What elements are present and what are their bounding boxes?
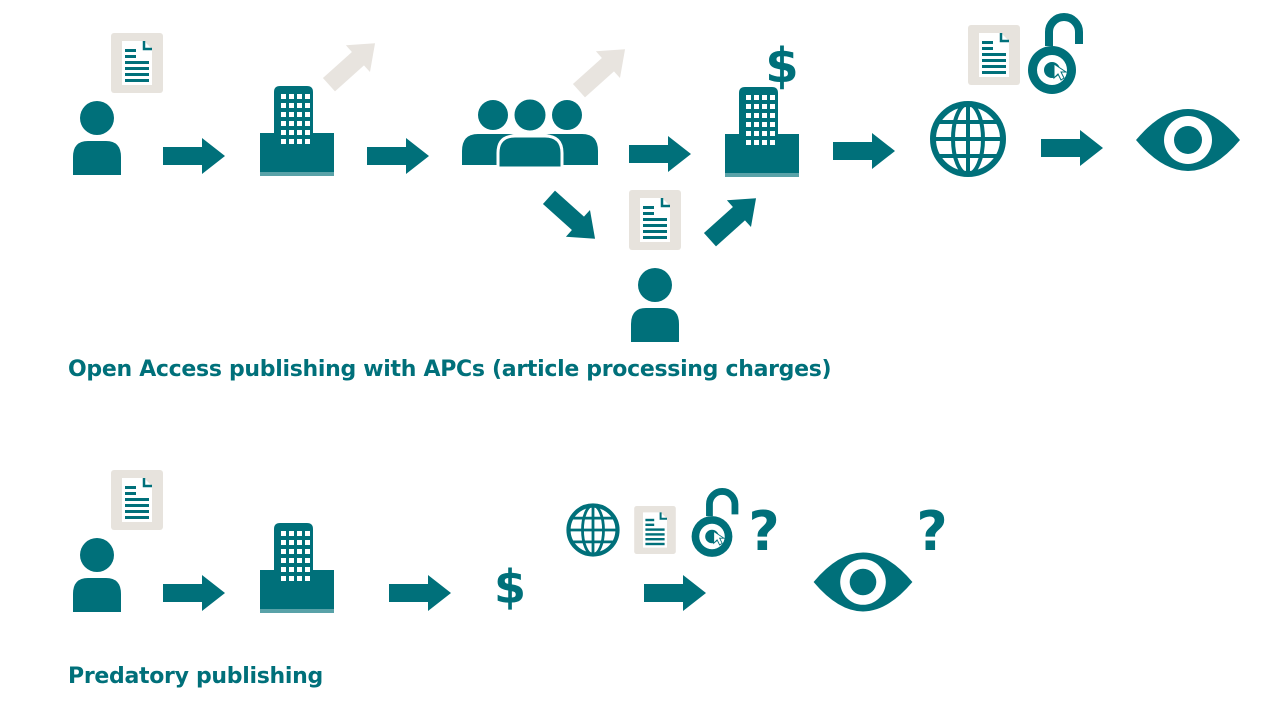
building-icon (260, 86, 334, 176)
arrow-right-icon (1041, 130, 1103, 166)
arrow-right-icon (163, 138, 225, 174)
globe-icon (569, 506, 618, 555)
open-access-flow: $ (73, 17, 1240, 342)
open-access-caption: Open Access publishing with APCs (articl… (68, 357, 832, 382)
question-icon: ? (748, 500, 779, 563)
faded-arrow-icon (316, 29, 388, 99)
document-icon (633, 504, 677, 556)
eye-icon (813, 552, 913, 612)
building-icon (260, 523, 334, 613)
group-icon (460, 96, 600, 170)
predatory-flow: $ ? ? (73, 468, 948, 614)
document-icon (627, 188, 683, 252)
eye-icon (1136, 109, 1240, 171)
arrow-right-icon (833, 133, 895, 169)
person-icon (631, 268, 679, 342)
faded-arrow-icon (566, 35, 638, 105)
person-icon (73, 101, 121, 175)
document-icon (109, 468, 165, 532)
arrow-right-icon (367, 138, 429, 174)
arrow-right-icon (644, 575, 706, 611)
globe-icon (933, 104, 1003, 174)
document-icon (109, 31, 165, 95)
arrow-up-right-icon (697, 184, 769, 254)
question-icon: ? (916, 500, 947, 563)
predatory-caption: Predatory publishing (68, 664, 323, 689)
arrow-right-icon (389, 575, 451, 611)
open-access-lock-icon (1028, 17, 1079, 94)
document-icon (966, 23, 1022, 87)
person-icon (73, 538, 121, 612)
arrow-right-icon (629, 136, 691, 172)
arrow-down-right-icon (536, 183, 608, 253)
building-icon (725, 87, 799, 177)
dollar-icon: $ (765, 38, 798, 94)
open-access-lock-icon (692, 491, 735, 556)
arrow-right-icon (163, 575, 225, 611)
dollar-icon: $ (494, 560, 526, 614)
